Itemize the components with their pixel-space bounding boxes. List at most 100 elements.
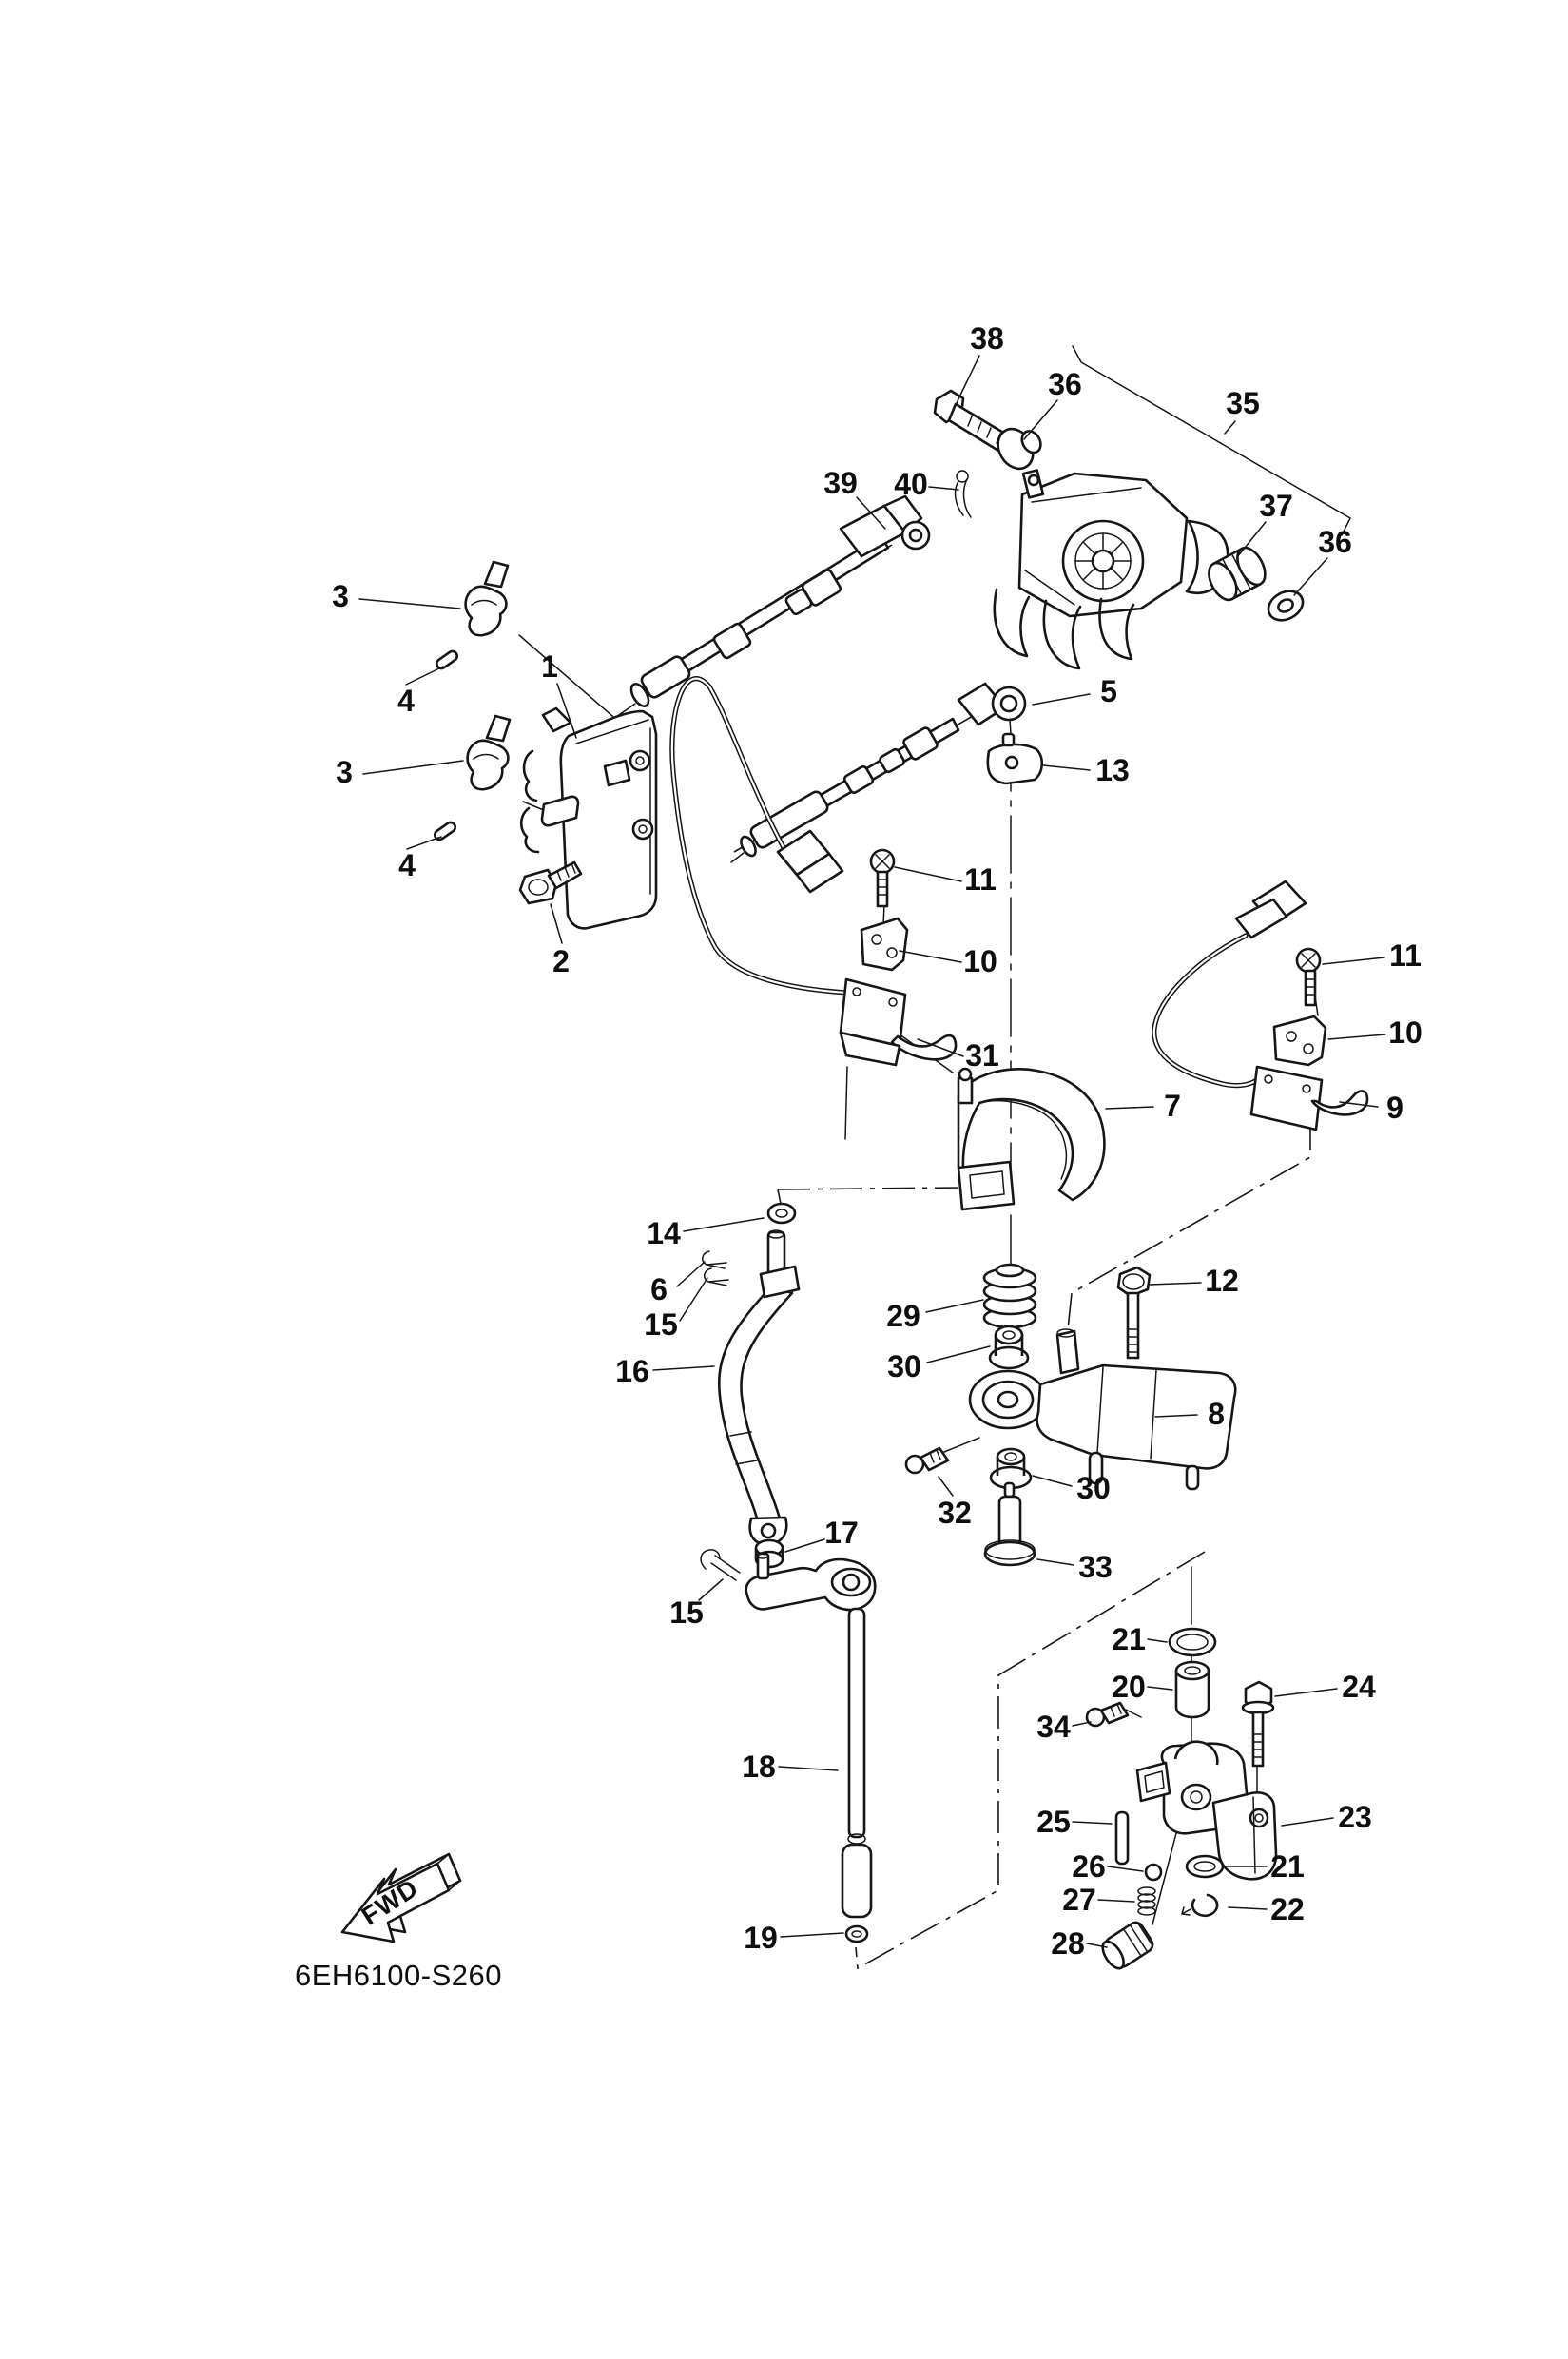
callout-8: 8 xyxy=(1208,1397,1225,1431)
washer-14 xyxy=(766,1202,797,1225)
pivot-pin-33 xyxy=(983,1481,1036,1567)
leader-line-12 xyxy=(1149,1282,1202,1286)
leader-line-23 xyxy=(1281,1817,1334,1827)
leader-line-4 xyxy=(406,836,442,850)
leader-line-9 xyxy=(1339,1101,1379,1108)
callout-25: 25 xyxy=(1036,1805,1071,1839)
callout-35: 35 xyxy=(1226,386,1260,420)
leader-line-16 xyxy=(652,1365,715,1371)
leader-line-11 xyxy=(894,866,962,882)
leader-line-3 xyxy=(362,760,464,775)
leader-line-8 xyxy=(1154,1414,1198,1418)
clip-6 xyxy=(702,1250,727,1269)
leader-line-28 xyxy=(1086,1943,1108,1948)
collar-20 xyxy=(1174,1660,1210,1719)
leader-line-36 xyxy=(1023,399,1058,440)
leader-line-18 xyxy=(778,1766,839,1771)
clamp-pin-4-upper xyxy=(435,649,459,670)
callout-32: 32 xyxy=(938,1496,972,1530)
leader-line-3 xyxy=(358,598,461,609)
callout-18: 18 xyxy=(742,1750,776,1784)
lever-assembly-8-group xyxy=(904,1263,1237,1567)
grease-nipple-32 xyxy=(904,1437,980,1475)
detent-spring-27 xyxy=(1137,1886,1156,1916)
dowel-pin-25 xyxy=(1114,1810,1130,1866)
leader-line-34 xyxy=(1072,1721,1092,1727)
leader-line-29 xyxy=(925,1299,984,1313)
throttle-cable-lower xyxy=(730,682,1044,863)
assembly-35-bracket-line xyxy=(1072,345,1351,536)
shift-arm-group xyxy=(700,1202,877,1943)
cotter-pin-15-lower xyxy=(700,1549,741,1581)
leader-line-35 xyxy=(1224,420,1236,435)
callout-33: 33 xyxy=(1078,1550,1113,1584)
o-ring-21-lower xyxy=(1185,1854,1225,1879)
grease-nipple-34 xyxy=(1085,1701,1142,1728)
bolt-12 xyxy=(1116,1266,1152,1360)
grommet-30-upper xyxy=(988,1325,1030,1370)
leader-line-24 xyxy=(1274,1688,1338,1697)
mounting-plate-group xyxy=(433,560,658,930)
bushing-36-right xyxy=(1267,590,1305,622)
leader-line-38 xyxy=(954,355,980,408)
callout-15: 15 xyxy=(644,1307,678,1342)
shift-crank-lever xyxy=(745,1552,877,1612)
callout-1: 1 xyxy=(541,649,558,684)
leader-line-15 xyxy=(698,1578,724,1601)
throttle-control-assembly-35 xyxy=(933,389,1305,670)
clip-15-upper xyxy=(704,1267,729,1286)
leader-line-37 xyxy=(1236,521,1267,558)
callout-17: 17 xyxy=(824,1516,859,1550)
callout-16: 16 xyxy=(615,1354,649,1388)
leader-line-7 xyxy=(1105,1106,1154,1110)
leader-line-39 xyxy=(856,496,886,530)
callout-15: 15 xyxy=(669,1595,704,1630)
callout-4: 4 xyxy=(397,684,415,718)
shift-arm-16 xyxy=(717,1265,801,1546)
callout-36: 36 xyxy=(1048,367,1082,401)
microswitch-31 xyxy=(839,977,958,1067)
leader-line-30 xyxy=(1032,1475,1073,1487)
callout-31: 31 xyxy=(965,1038,999,1073)
leader-line-5 xyxy=(1032,693,1091,706)
callout-26: 26 xyxy=(1072,1849,1106,1884)
cotter-pin-40 xyxy=(954,470,972,518)
cable-joint-39 xyxy=(839,494,931,558)
leader-line-25 xyxy=(1072,1821,1113,1825)
callout-23: 23 xyxy=(1338,1800,1372,1834)
cable-clamp-3-lower xyxy=(466,714,512,791)
throttle-lever-7 xyxy=(957,1067,1106,1211)
callout-36: 36 xyxy=(1318,525,1352,559)
leader-line-10 xyxy=(1327,1034,1386,1040)
leader-line-22 xyxy=(1228,1906,1268,1910)
clamp-pin-4-lower xyxy=(433,821,457,841)
callout-14: 14 xyxy=(647,1216,681,1250)
bolt-24 xyxy=(1241,1680,1275,1768)
callout-34: 34 xyxy=(1036,1710,1071,1744)
callout-5: 5 xyxy=(1100,674,1117,708)
microswitch-9 xyxy=(1249,1065,1369,1131)
callout-12: 12 xyxy=(1205,1264,1239,1298)
callout-20: 20 xyxy=(1112,1670,1146,1704)
callout-30: 30 xyxy=(1076,1471,1111,1505)
callout-9: 9 xyxy=(1386,1091,1403,1125)
callout-4: 4 xyxy=(398,848,416,882)
throttle-cable-upper xyxy=(615,494,931,725)
leader-line-32 xyxy=(938,1476,954,1497)
callout-24: 24 xyxy=(1342,1670,1376,1704)
leader-line-19 xyxy=(780,1932,844,1938)
leader-line-1 xyxy=(556,683,577,739)
switch-bracket-10-right xyxy=(1272,1015,1327,1067)
leader-line-10 xyxy=(899,950,962,963)
leader-line-4 xyxy=(405,666,444,686)
detent-plug-28 xyxy=(1101,1921,1154,1970)
leader-line-6 xyxy=(676,1261,706,1287)
callout-27: 27 xyxy=(1062,1883,1096,1917)
leader-line-17 xyxy=(784,1538,825,1553)
leader-line-40 xyxy=(928,486,959,491)
leader-line-33 xyxy=(1036,1558,1074,1566)
switch-group-9 xyxy=(1152,880,1369,1131)
callout-10: 10 xyxy=(963,944,997,978)
callout-13: 13 xyxy=(1095,753,1130,787)
leader-line-13 xyxy=(1042,764,1091,771)
